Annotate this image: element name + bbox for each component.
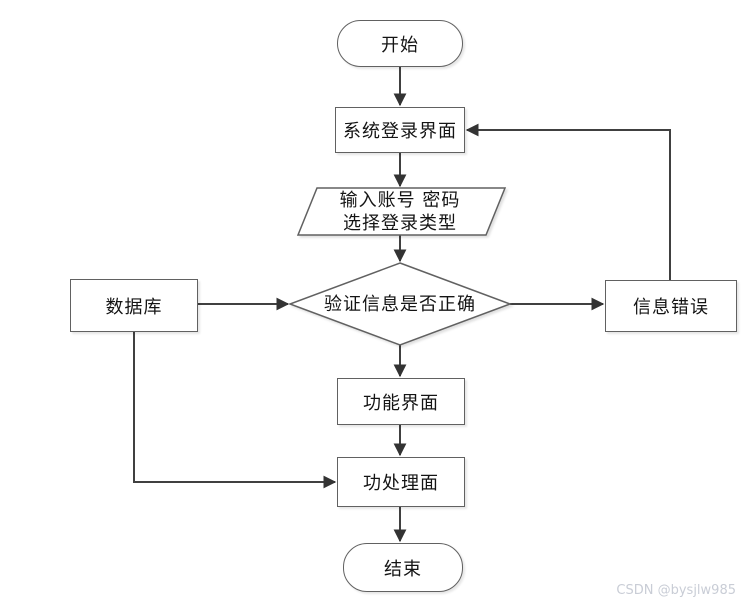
node-error: 信息错误 bbox=[605, 280, 737, 332]
node-function: 功能界面 bbox=[337, 378, 465, 425]
edge-database-to-process bbox=[133, 331, 337, 489]
node-start: 开始 bbox=[337, 20, 463, 67]
node-database: 数据库 bbox=[70, 279, 198, 332]
node-start-label: 开始 bbox=[381, 34, 419, 56]
shape-input-parallelogram bbox=[296, 187, 507, 236]
node-function-label: 功能界面 bbox=[363, 392, 439, 414]
node-end-label: 结束 bbox=[384, 558, 422, 580]
shape-verify-diamond bbox=[287, 262, 513, 346]
node-process: 功处理面 bbox=[337, 457, 465, 507]
node-login-label: 系统登录界面 bbox=[343, 121, 457, 142]
node-process-label: 功处理面 bbox=[363, 473, 439, 494]
node-end: 结束 bbox=[343, 543, 463, 592]
node-database-label: 数据库 bbox=[105, 296, 163, 318]
node-error-label: 信息错误 bbox=[633, 297, 709, 318]
node-login: 系统登录界面 bbox=[335, 107, 465, 153]
csdn-watermark: CSDN @bysjlw985 bbox=[616, 583, 736, 598]
edge-error-to-login bbox=[465, 123, 671, 280]
